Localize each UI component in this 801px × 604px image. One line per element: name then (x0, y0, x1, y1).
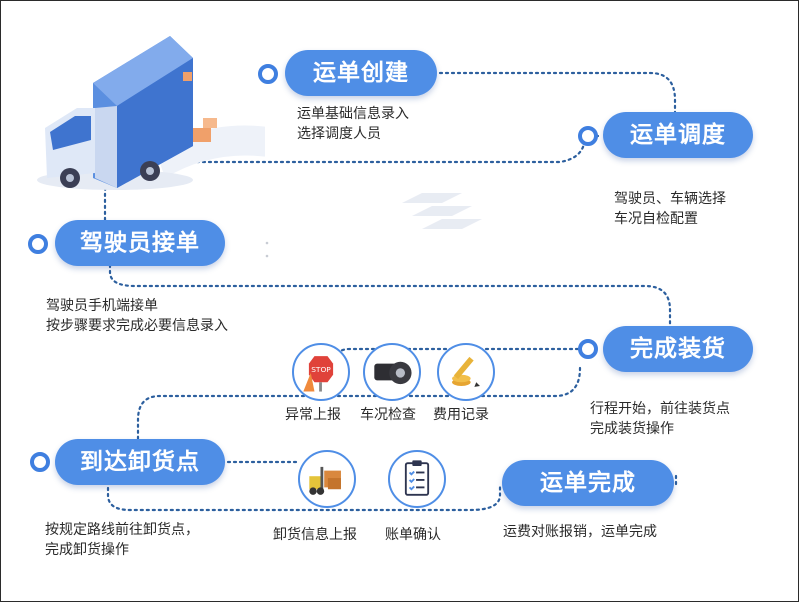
road-stripes (392, 188, 492, 238)
step-4-line-1: 行程开始，前往装货点 (590, 401, 730, 417)
step-5-line-1: 按规定路线前往卸货点， (45, 522, 199, 538)
step-6-line-1: 运费对账报销，运单完成 (503, 524, 657, 540)
dots-decoration (265, 240, 269, 260)
step-1-line-1: 运单基础信息录入 (297, 106, 409, 122)
step-5-marker (30, 452, 50, 472)
step-6-title: 运单完成 (502, 460, 674, 506)
step-3-line-1: 驾驶员手机端接单 (46, 298, 158, 314)
clipboard-icon (388, 450, 446, 508)
action-unload-report-label: 卸货信息上报 (273, 527, 357, 543)
step-2-title: 运单调度 (603, 112, 753, 158)
forklift-icon (298, 450, 356, 508)
step-1-line-2: 选择调度人员 (297, 126, 381, 142)
action-exception-label: 异常上报 (285, 407, 341, 423)
tire-icon (363, 343, 421, 401)
step-4-line-2: 完成装货操作 (590, 421, 674, 437)
action-vehicle-check-label: 车况检查 (360, 407, 416, 423)
step-2-line-1: 驾驶员、车辆选择 (614, 191, 726, 207)
step-5-line-2: 完成卸货操作 (45, 542, 129, 558)
step-3-title: 驾驶员接单 (55, 220, 225, 266)
step-5-title: 到达卸货点 (55, 439, 225, 485)
step-2-marker (578, 126, 598, 146)
step-3-line-2: 按步骤要求完成必要信息录入 (46, 318, 228, 334)
step-4-title: 完成装货 (603, 326, 753, 372)
step-1-marker (258, 64, 278, 84)
action-bill-confirm-label: 账单确认 (385, 527, 441, 543)
svg-text:STOP: STOP (311, 365, 331, 374)
step-2-line-2: 车况自检配置 (614, 211, 698, 227)
step-4-marker (578, 339, 598, 359)
stop-sign-icon: STOP (292, 343, 350, 401)
truck-illustration (25, 28, 275, 198)
step-1-title: 运单创建 (285, 50, 437, 96)
action-expense-label: 费用记录 (433, 407, 489, 423)
step-3-marker (28, 234, 48, 254)
pen-coins-icon (437, 343, 495, 401)
